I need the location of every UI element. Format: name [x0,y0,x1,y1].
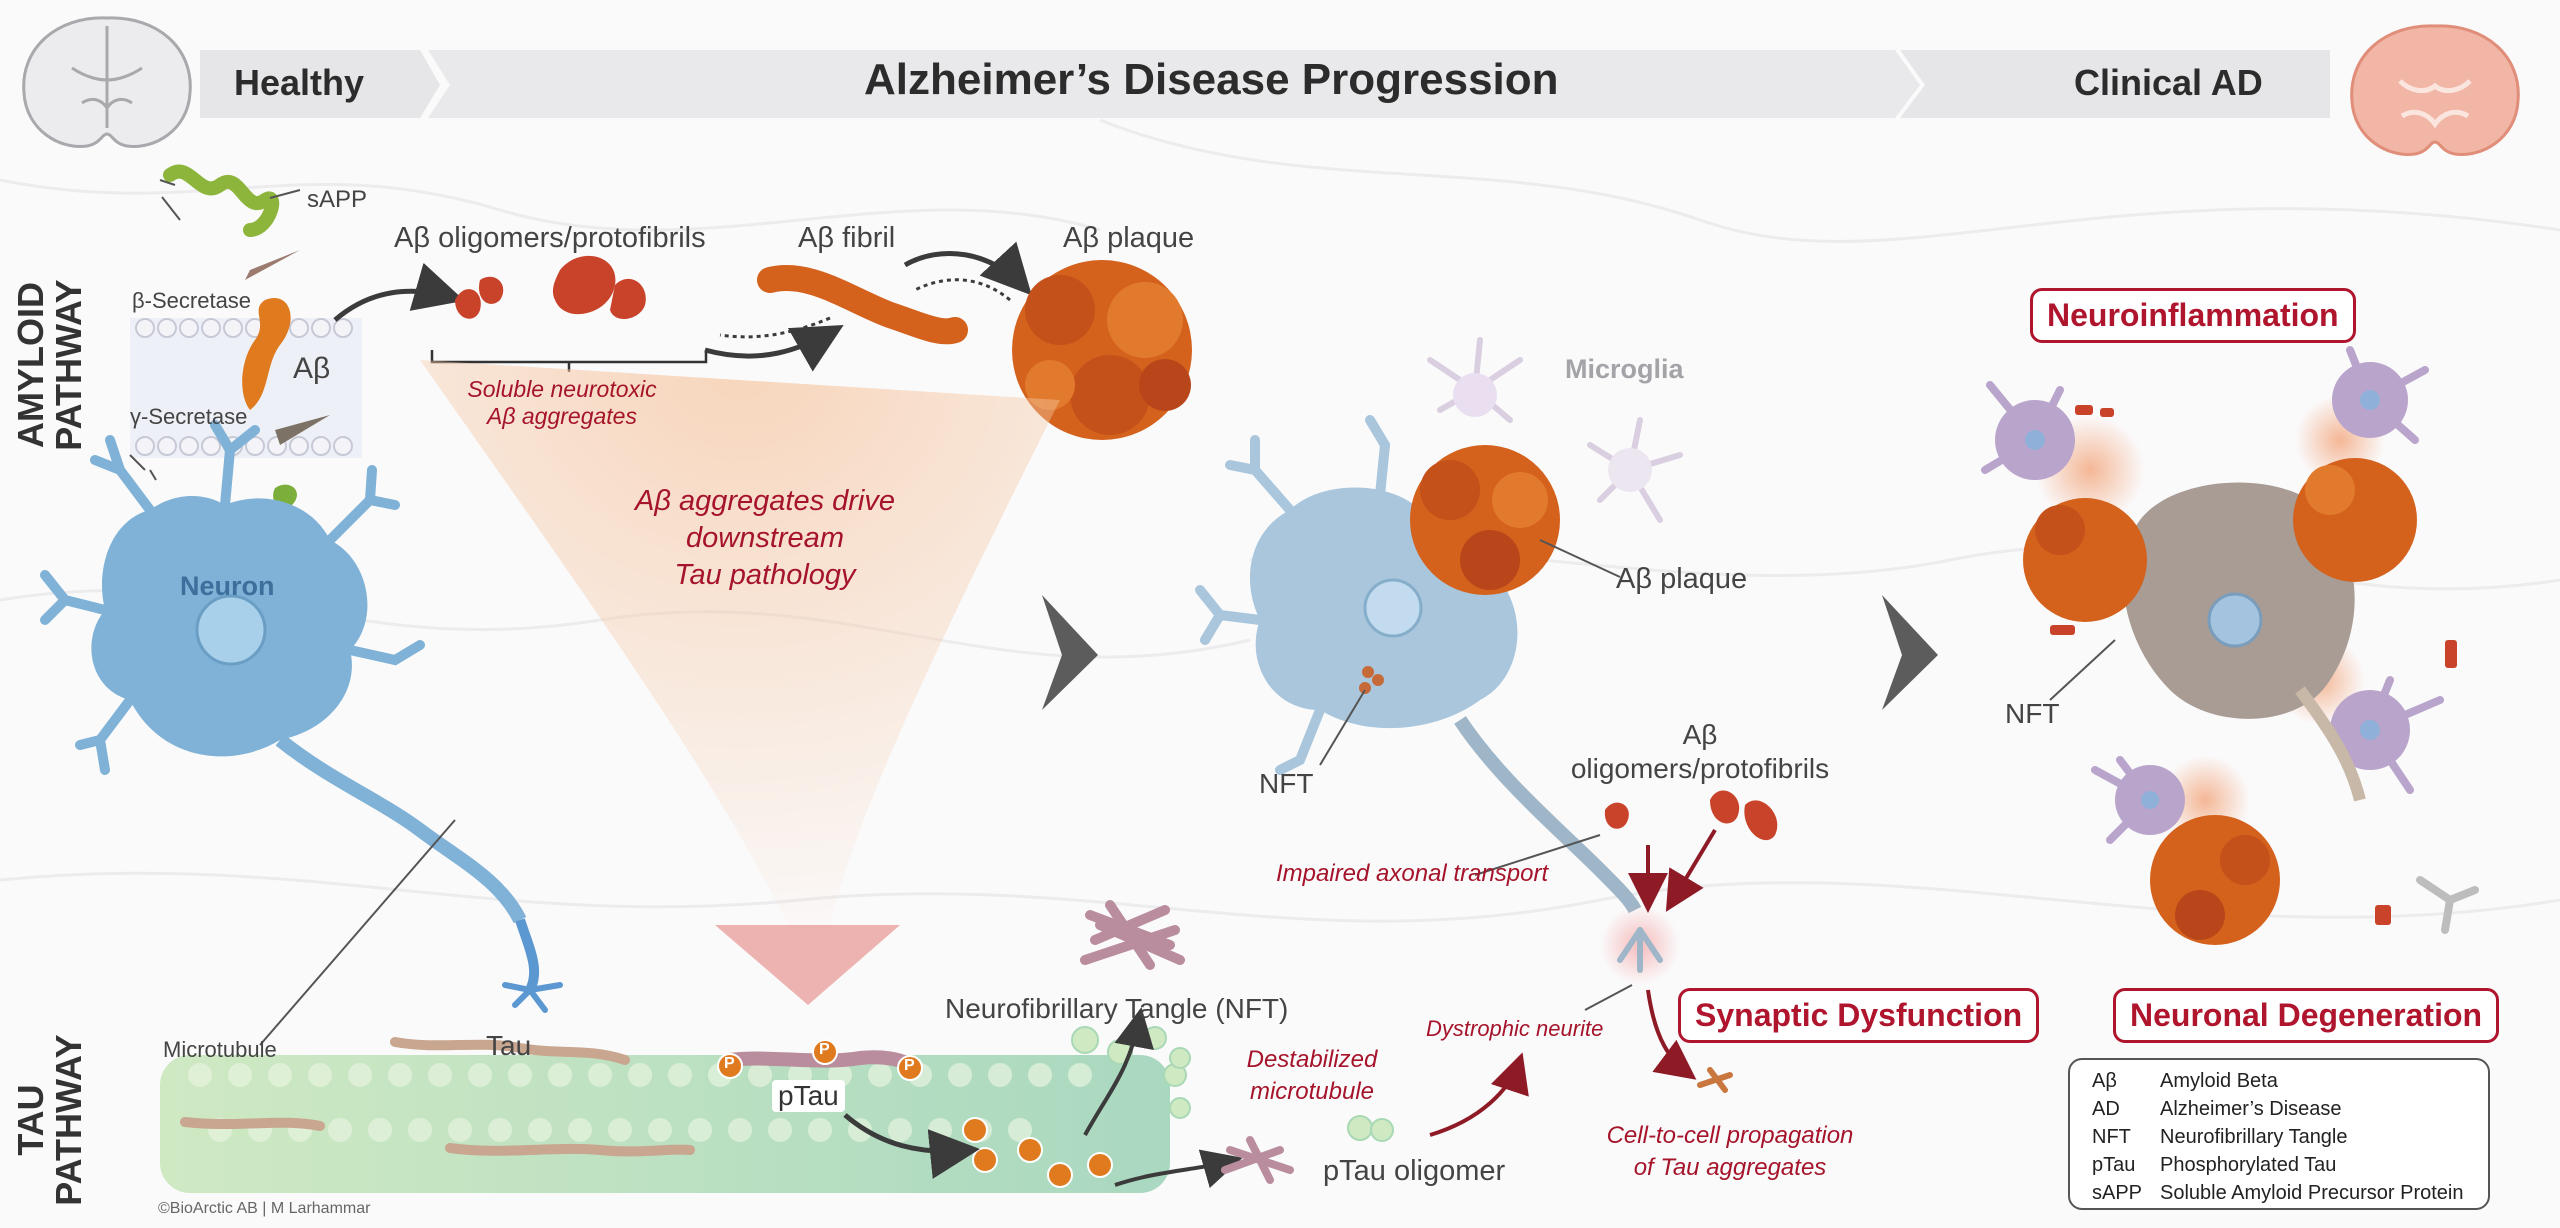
microtubule [160,1026,1394,1193]
tau-label: Tau [486,1030,532,1061]
ptau-oligomer-label: pTau oligomer [1323,1155,1506,1187]
healthy-brain-icon [22,16,192,148]
tau-strands [180,1037,695,1157]
arrow-to-nft [1083,1007,1154,1136]
funnel-arrowhead [715,925,900,1005]
ptau-oligomer [1221,1136,1294,1184]
neuron-label: Neuron [180,571,275,601]
tau-propagation-aggregate [1697,1067,1733,1093]
abeta-fibril [757,265,968,345]
abeta-label: Aβ [293,352,331,385]
phosphate-markers [717,1039,1113,1188]
arrow-ptau-to-aggregate [843,1113,980,1179]
microglia-label: Microglia [1565,354,1684,384]
neuroinflammation-badge: Neuroinflammation [2030,288,2356,343]
arrow-to-plaque [903,241,1032,296]
neuronal-degeneration-badge: Neuronal Degeneration [2113,988,2500,1043]
beta-secretase-enzyme [245,250,300,280]
arrow-to-fibril [704,325,844,372]
middle-nft-label: NFT [1259,768,1314,799]
ptau-label: pTau [772,1080,845,1112]
arrow-to-ptau-oligomer [1114,1149,1243,1189]
fibril-label: Aβ fibril [798,222,896,254]
ad-brain-icon [2350,24,2520,156]
middle-plaque-label: Aβ plaque [1616,563,1748,595]
sapp-protein [163,164,280,237]
progression-chevron-2 [1882,595,1938,710]
page-title: Alzheimer’s Disease Progression [864,55,1559,104]
right-nft-label: NFT [2005,698,2060,729]
copyright-credit: ©BioArctic AB | M Larhammar [158,1200,371,1217]
clinical-ad-label: Clinical AD [2074,62,2263,103]
nft-cluster [1080,900,1185,970]
progression-chevron-1 [1042,595,1098,710]
abeta-plaque-middle [1410,445,1560,595]
dystrophic-neurite-label: Dystrophic neurite [1426,1016,1604,1041]
app-protein [242,298,291,410]
p-marker-2: P [819,1041,830,1058]
p-marker-3: P [904,1057,915,1074]
synaptic-dysfunction-badge: Synaptic Dysfunction [1678,988,2040,1043]
healthy-neuron [40,420,563,1013]
gamma-secretase-label: γ-Secretase [130,404,248,429]
abeta-oligomers [455,255,646,320]
arrow-to-oligomers [333,262,465,322]
tau-pathology-funnel [420,360,1060,930]
progression-banner [200,50,2330,118]
impaired-transport-label: Impaired axonal transport [1276,860,1549,887]
sapp-label: sAPP [307,186,368,213]
healthy-label: Healthy [234,62,365,103]
abeta-oligomers-middle [1604,790,1778,841]
microtubule-label: Microtubule [163,1037,277,1062]
clinical-ad-cluster [1981,346,2479,945]
p-marker-1: P [724,1055,735,1072]
beta-secretase-label: β-Secretase [132,288,252,313]
oligomers-label: Aβ oligomers/protofibrils [394,222,706,254]
plaque-label: Aβ plaque [1063,222,1195,254]
gamma-secretase-enzyme [275,415,330,445]
abeta-plaque-top [1012,260,1192,440]
nft-full-label: Neurofibrillary Tangle (NFT) [945,993,1289,1024]
